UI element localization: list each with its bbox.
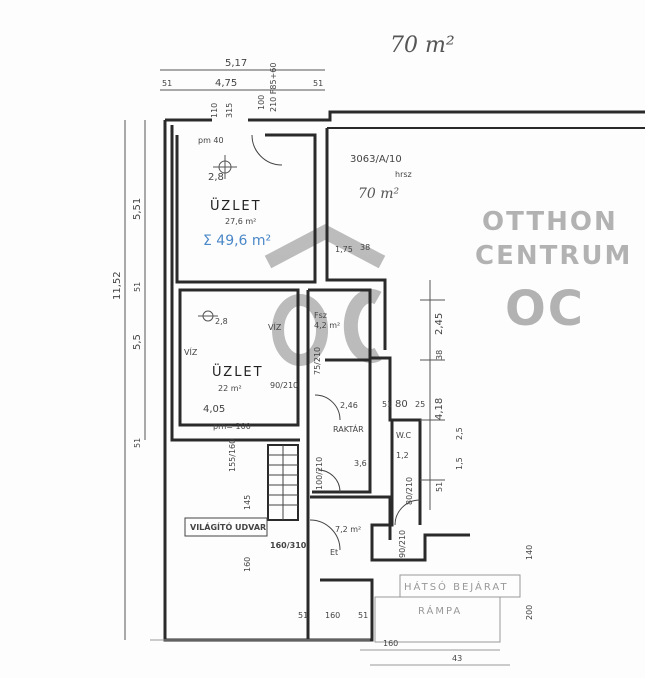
entrance-area: 7,2 m² (335, 525, 361, 534)
neighbor-sub: hrsz (395, 170, 412, 179)
dim-door-top-a: 100 (257, 95, 266, 110)
dim-left-mid: 51 (133, 282, 142, 292)
dimension-lines (124, 69, 445, 640)
wc-name: W.C (396, 431, 412, 440)
watermark-logo-text: OC (505, 281, 585, 337)
shop1-area: 27,6 m² (225, 217, 256, 226)
dim-door-80-210: 80/210 (405, 477, 414, 505)
shop1-height: 2,8 (208, 172, 224, 183)
dim-parapet-low: prn= 100 (213, 422, 251, 431)
shop2-name: ÜZLET (212, 363, 264, 380)
kitchen-name: Fsz (314, 311, 327, 320)
wc-area: 1,2 (396, 451, 409, 460)
dim-col-25: 25 (415, 400, 425, 409)
watermark-line2: CENTRUM (475, 241, 632, 271)
dim-right-d: 1,5 (455, 457, 464, 470)
dim-court-145: 145 (243, 495, 252, 510)
shop1-name: ÜZLET (210, 197, 262, 214)
courtyard-label: VILÁGÍTÓ UDVAR (190, 521, 266, 532)
walls (163, 110, 645, 642)
ramp-label: RÁMPA (418, 604, 462, 617)
watermark-logo (264, 224, 386, 367)
dim-entrance-door: 160/310 (270, 541, 307, 550)
dim-top-right: 51 (313, 79, 323, 88)
dim-bottom-43: 43 (452, 654, 462, 663)
dim-left-bottom: 51 (133, 438, 142, 448)
dim-top-total: 5,17 (225, 58, 247, 69)
storage-name: RAKTÁR (333, 423, 364, 434)
dim-right-b: 38 (435, 350, 444, 360)
water-a: VÍZ (268, 321, 282, 332)
dim-col-80: 80 (395, 399, 408, 410)
shop2-area: 22 m² (218, 384, 242, 393)
neighbor-area: 70 m² (358, 186, 400, 202)
ramp (150, 574, 521, 666)
dim-top-inner: 4,75 (215, 78, 237, 89)
dim-bottom-160: 160 (325, 611, 340, 620)
dim-left-total: 11,52 (112, 271, 123, 300)
door-swings (251, 134, 421, 551)
dim-bottom-160b: 160 (383, 639, 398, 648)
rear-entrance-label: HÁTSÓ BEJÁRAT (404, 580, 509, 593)
dim-left-lower: 5,5 (132, 334, 143, 350)
dim-ramp-200: 200 (525, 605, 534, 620)
entrance-name: Et (330, 548, 338, 557)
dim-door-top-b: 210 F85+60 (269, 63, 278, 112)
dim-window-155: 155/160 (228, 439, 237, 472)
dim-door-100-210: 100/210 (315, 457, 324, 490)
dim-right-e: 51 (435, 482, 444, 492)
shop2-height: 2,8 (215, 317, 228, 326)
stairs (268, 445, 298, 520)
dim-right-a: 2,45 (434, 313, 445, 335)
dim-width-lower: 4,05 (203, 404, 225, 415)
courtyard-label-box (184, 517, 268, 537)
dim-neighbor-175: 1,75 (335, 245, 353, 254)
dim-door-75-210: 75/210 (313, 347, 322, 375)
water-b: VÍZ (184, 346, 198, 357)
dim-right-total: 4,18 (434, 398, 445, 420)
dim-window-b: 315 (225, 103, 234, 118)
dim-ramp-140: 140 (525, 545, 534, 560)
kitchen-area: 4,2 m² (314, 321, 340, 330)
dim-door-90-210b: 90/210 (398, 530, 407, 558)
storage-height: 3,6 (354, 459, 367, 468)
dim-door-90-210: 90/210 (270, 381, 298, 390)
dim-neighbor-38: 38 (360, 243, 370, 252)
dim-hall-width: 2,46 (340, 401, 358, 410)
dim-bottom-51a: 51 (298, 611, 308, 620)
dim-parapet: pm 40 (198, 136, 224, 145)
dim-court-160: 160 (243, 557, 252, 572)
dim-bottom-51b: 51 (358, 611, 368, 620)
dim-window-a: 110 (210, 103, 219, 118)
watermark-line1: OTTHON (482, 207, 618, 237)
total-area: Σ 49,6 m² (203, 233, 271, 249)
dim-col-51: 51 (382, 400, 392, 409)
area-note: 70 m² (390, 33, 455, 58)
dim-right-c: 2,5 (455, 427, 464, 440)
dim-left-upper: 5,51 (132, 198, 143, 220)
dim-top-left: 51 (162, 79, 172, 88)
neighbor-id: 3063/A/10 (350, 154, 402, 165)
